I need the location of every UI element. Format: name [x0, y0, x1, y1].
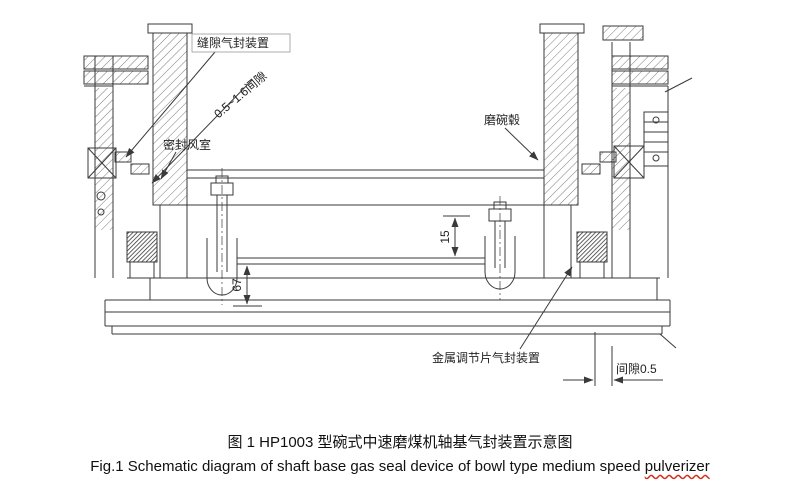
label-bowl-hub: 磨碗毂: [484, 112, 520, 127]
left-seal-assembly: [83, 55, 158, 278]
shaft-base-plates: [104, 262, 677, 349]
dim-15-text: 15: [438, 230, 452, 244]
dimension-15: 15: [438, 215, 470, 257]
side-bolt: [484, 196, 516, 300]
leader-arrows: [125, 51, 573, 350]
caption-english-text: Fig.1 Schematic diagram of shaft base ga…: [90, 457, 645, 475]
caption-english: Fig.1 Schematic diagram of shaft base ga…: [0, 456, 800, 478]
label-gap-range: 0.5~1.6间隙: [211, 69, 269, 121]
metal-shim-seal-right: [576, 231, 608, 263]
dim-67-text: 67: [230, 278, 244, 292]
right-seal-assembly: [576, 25, 693, 278]
label-clearance: 间隙0.5: [616, 362, 657, 376]
metal-shim-seal-left: [126, 231, 158, 263]
caption-english-flagged-word: pulverizer: [644, 457, 710, 475]
packing-block: [87, 147, 117, 179]
hub-body: [159, 205, 572, 278]
center-bolt: [206, 168, 238, 305]
adjusting-rod: [237, 257, 485, 265]
label-slit-gas-seal: 缝隙气封装置: [197, 35, 269, 50]
figure-captions: 图 1 HP1003 型碗式中速磨煤机轴基气封装置示意图 Fig.1 Schem…: [0, 432, 800, 478]
label-seal-air-chamber: 密封风室: [163, 137, 211, 152]
bowl-floor: [153, 169, 578, 206]
dimension-67: 67: [230, 265, 262, 307]
label-metal-shim-gas-seal: 金属调节片气封装置: [432, 350, 540, 365]
pulverizer-seal-schematic: 缝隙气封装置 0.5~1.6间隙 密封风室 磨碗毂 金属调节片气封装置 间隙0.…: [83, 23, 693, 386]
label-box: [191, 33, 291, 53]
caption-chinese: 图 1 HP1003 型碗式中速磨煤机轴基气封装置示意图: [227, 434, 573, 451]
dimension-clearance: [563, 332, 663, 386]
